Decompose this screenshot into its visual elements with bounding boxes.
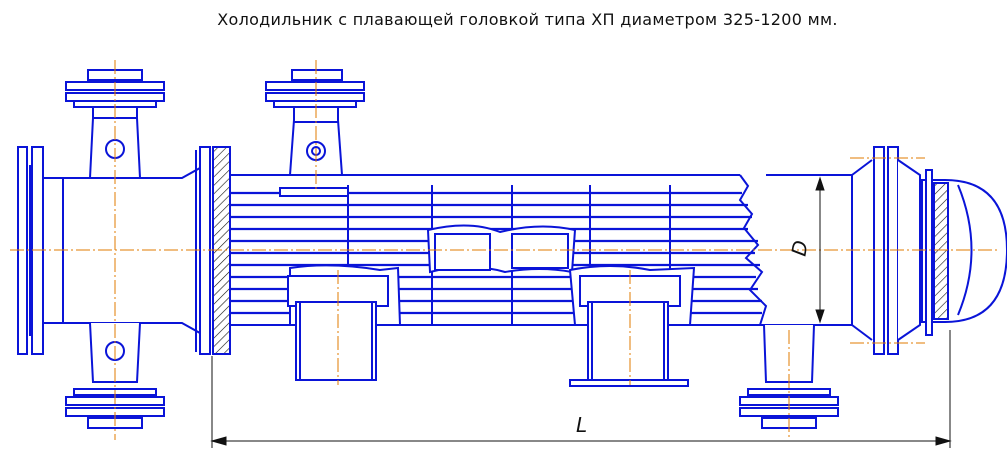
support-right: [569, 275, 689, 387]
drawing-title: Холодильник с плавающей головкой типа ХП…: [217, 10, 838, 29]
length-label: L: [576, 413, 587, 437]
diameter-label: D: [787, 239, 813, 258]
centerlines: [10, 60, 1000, 440]
nozzle-shell-top: [265, 69, 365, 176]
dimension-lines: [210, 176, 952, 448]
tube-sheet-right: [933, 182, 949, 320]
